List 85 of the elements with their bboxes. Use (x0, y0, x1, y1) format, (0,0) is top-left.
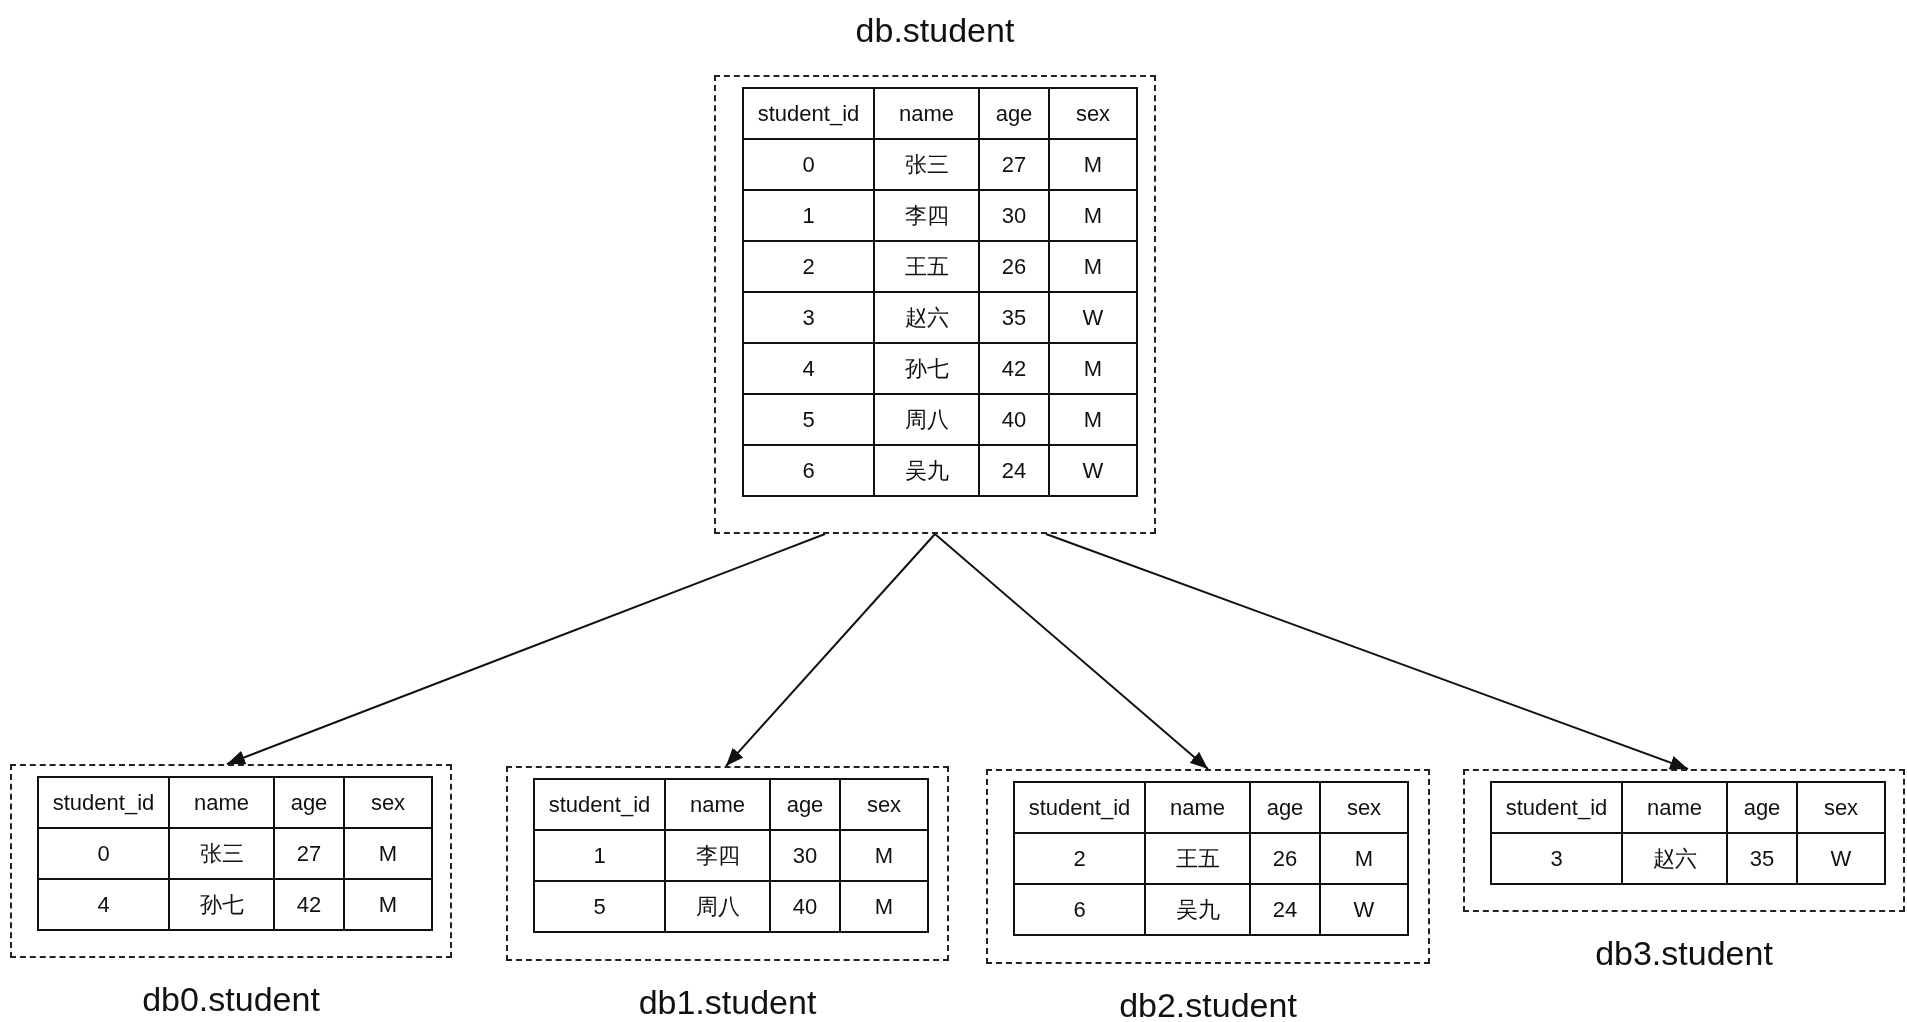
header-cell: student_id (1014, 782, 1145, 833)
header-cell: age (1250, 782, 1320, 833)
table-cell: 3 (743, 292, 874, 343)
header-cell: name (1145, 782, 1250, 833)
table-cell: M (1049, 190, 1137, 241)
table-title: db1.student (638, 983, 817, 1022)
header-cell: age (770, 779, 840, 830)
table-cell: 0 (743, 139, 874, 190)
arrow (1045, 533, 1689, 770)
header-cell: sex (1049, 88, 1137, 139)
arrow (934, 533, 1209, 770)
table-cell: M (1049, 394, 1137, 445)
table-cell: 30 (979, 190, 1049, 241)
header-cell: student_id (743, 88, 874, 139)
table-cell: M (1049, 343, 1137, 394)
table-title: db3.student (1595, 934, 1773, 973)
table-cell: 30 (770, 830, 840, 881)
table-cell: 吴九 (874, 445, 979, 496)
table-cell: 3 (1491, 833, 1622, 884)
table-cell: 周八 (665, 881, 770, 932)
header-cell: name (1622, 782, 1727, 833)
header-cell: sex (1320, 782, 1408, 833)
header-cell: student_id (534, 779, 665, 830)
table-cell: 6 (1014, 884, 1145, 935)
header-cell: name (665, 779, 770, 830)
table-cell: W (1797, 833, 1885, 884)
table-cell: 5 (534, 881, 665, 932)
table-cell: 张三 (169, 828, 274, 879)
table-cell: 42 (979, 343, 1049, 394)
table-cell: M (344, 879, 432, 930)
table-cell: 王五 (1145, 833, 1250, 884)
table-cell: 27 (274, 828, 344, 879)
header-cell: name (874, 88, 979, 139)
table-cell: W (1049, 445, 1137, 496)
table-cell: W (1049, 292, 1137, 343)
table-cell: 周八 (874, 394, 979, 445)
table-cell: 40 (979, 394, 1049, 445)
table-cell: 6 (743, 445, 874, 496)
header-cell: age (979, 88, 1049, 139)
arrow (226, 533, 826, 765)
table-cell: 26 (979, 241, 1049, 292)
table-cell: M (1049, 139, 1137, 190)
header-cell: sex (1797, 782, 1885, 833)
header-cell: age (274, 777, 344, 828)
table-title: db.student (855, 11, 1015, 50)
table-cell: 27 (979, 139, 1049, 190)
table-cell: W (1320, 884, 1408, 935)
table-cell: 0 (38, 828, 169, 879)
arrow (725, 533, 936, 767)
table-cell: 40 (770, 881, 840, 932)
table-cell: 26 (1250, 833, 1320, 884)
table-cell: 4 (743, 343, 874, 394)
table-title: db2.student (1119, 986, 1297, 1022)
table-cell: 2 (743, 241, 874, 292)
table-cell: 王五 (874, 241, 979, 292)
table-cell: 2 (1014, 833, 1145, 884)
table-cell: 赵六 (1622, 833, 1727, 884)
table-cell: 24 (1250, 884, 1320, 935)
table-cell: M (1320, 833, 1408, 884)
table-cell: 35 (1727, 833, 1797, 884)
table-cell: 4 (38, 879, 169, 930)
table-cell: 1 (534, 830, 665, 881)
header-cell: sex (840, 779, 928, 830)
header-cell: student_id (38, 777, 169, 828)
table-cell: 吴九 (1145, 884, 1250, 935)
table-cell: 5 (743, 394, 874, 445)
table-cell: 孙七 (169, 879, 274, 930)
table-cell: 35 (979, 292, 1049, 343)
table-cell: 张三 (874, 139, 979, 190)
table-cell: M (840, 830, 928, 881)
table-cell: 赵六 (874, 292, 979, 343)
table-title: db0.student (142, 980, 320, 1019)
table-cell: 42 (274, 879, 344, 930)
header-cell: name (169, 777, 274, 828)
table-cell: M (344, 828, 432, 879)
table-cell: M (840, 881, 928, 932)
table-cell: 1 (743, 190, 874, 241)
header-cell: age (1727, 782, 1797, 833)
table-cell: 李四 (665, 830, 770, 881)
table-cell: M (1049, 241, 1137, 292)
table-cell: 孙七 (874, 343, 979, 394)
table-cell: 24 (979, 445, 1049, 496)
table-cell: 李四 (874, 190, 979, 241)
header-cell: student_id (1491, 782, 1622, 833)
header-cell: sex (344, 777, 432, 828)
